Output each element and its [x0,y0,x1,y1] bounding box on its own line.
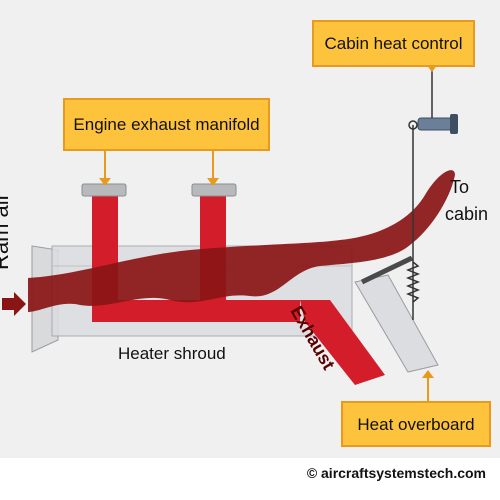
footer: © aircraftsystemstech.com [0,458,500,500]
copyright-notice: © aircraftsystemstech.com [306,465,486,481]
callout-cabin-heat-control-text: Cabin heat control [324,34,463,53]
callout-heat-overboard: Heat overboard [341,401,491,447]
exhaust-outlet-pipe [300,300,385,385]
label-ram-air: Ram air [0,192,13,270]
heater-system-illustration [2,64,458,401]
manifold-flange-left [81,183,127,197]
diverter-valve-flap [360,255,414,285]
manifold-flange-right [191,183,237,197]
label-heater-shroud: Heater shroud [118,344,226,363]
callout-engine-exhaust-manifold-text: Engine exhaust manifold [73,115,260,134]
control-cable [405,120,421,320]
callout-engine-exhaust-manifold: Engine exhaust manifold [63,98,270,151]
ram-air-arrow [2,292,26,316]
label-cabin: cabin [445,204,489,224]
label-to: To [450,177,470,197]
callout-cabin-heat-control: Cabin heat control [312,20,475,67]
heated-air-flow [28,170,455,312]
callout-heat-overboard-text: Heat overboard [357,414,475,434]
cabin-heat-control-knob [417,66,458,134]
